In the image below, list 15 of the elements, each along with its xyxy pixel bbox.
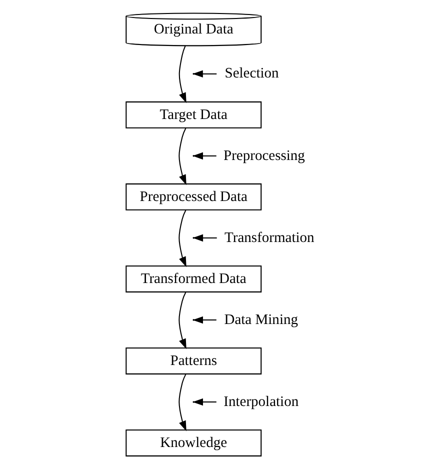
node-box: Target Data [126,101,262,128]
node-box: Knowledge [126,429,262,456]
arrow [178,46,186,104]
node-text: Selection [224,66,279,82]
node-text: Data Mining [224,312,298,328]
arrow [178,374,186,432]
arrow [178,292,186,350]
node-text: Transformation [224,230,314,246]
arrow [178,210,186,268]
node-text: Preprocessing [224,148,305,164]
node-text: Interpolation [224,394,299,410]
node-box: Transformed Data [126,265,262,292]
arrow [178,128,186,186]
node-box: Preprocessed Data [126,183,262,210]
node-box: Patterns [126,347,262,374]
